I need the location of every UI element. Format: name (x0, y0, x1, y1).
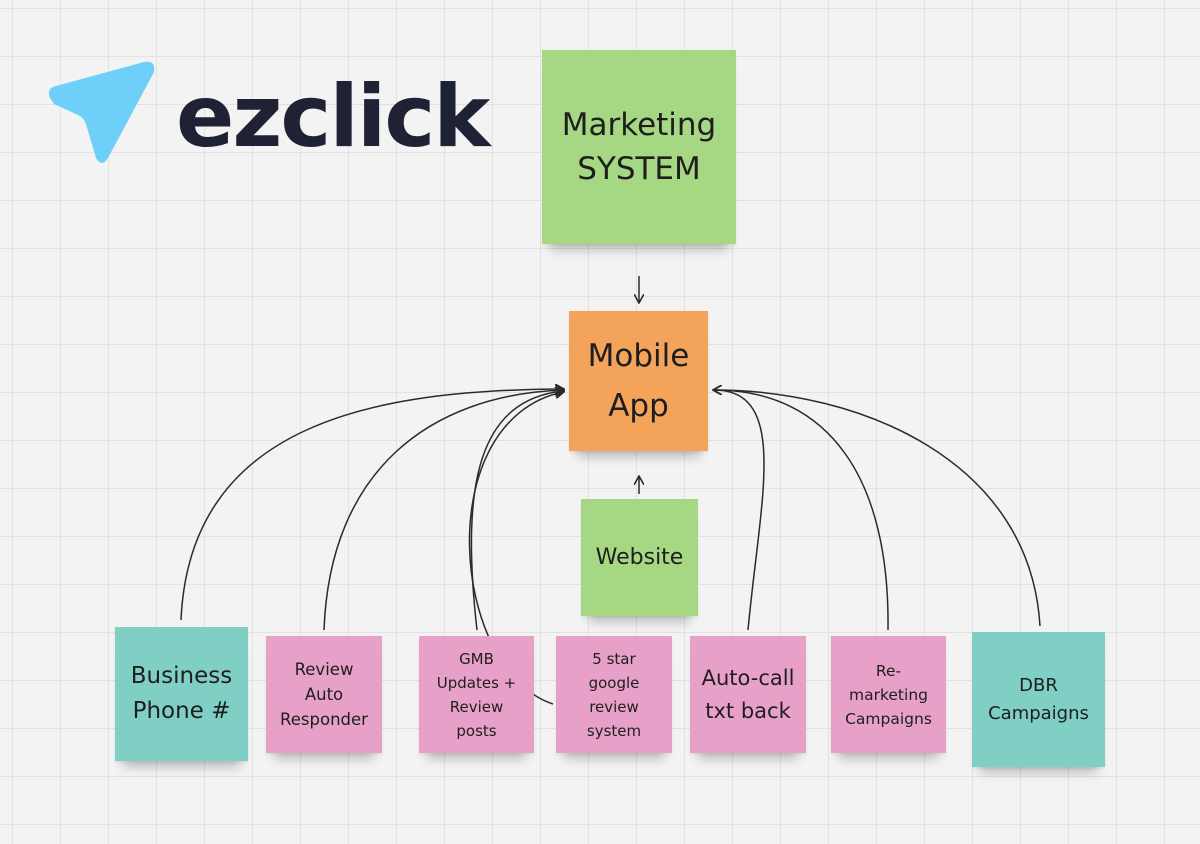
five-star-review-note: 5 star google review system (556, 636, 672, 753)
curve-gmb-to-mobile (470, 391, 563, 631)
business-phone-note: Business Phone # (115, 627, 248, 761)
logo-text: ezclick (176, 67, 490, 167)
review-auto-responder-note: Review Auto Responder (266, 636, 382, 753)
auto-call-note: Auto-call txt back (690, 636, 806, 753)
website-note: Website (581, 499, 698, 616)
dbr-campaigns-note: DBR Campaigns (972, 632, 1105, 767)
marketing-system-note: Marketing SYSTEM (542, 50, 736, 244)
remarketing-note: Re- marketing Campaigns (831, 636, 946, 753)
mobile-app-note: Mobile App (569, 311, 708, 451)
curve-dbr-to-mobile (714, 390, 1041, 627)
paper-plane-pointer-icon (48, 61, 155, 163)
gmb-updates-note: GMB Updates + Review posts (419, 636, 534, 753)
ezclick-logo: ezclick (44, 58, 490, 178)
curve-phone-to-mobile (180, 389, 563, 621)
curve-autocall-to-mobile (714, 390, 765, 631)
curve-remarketing-to-mobile (714, 390, 889, 631)
curve-review-auto-to-mobile (323, 390, 563, 631)
